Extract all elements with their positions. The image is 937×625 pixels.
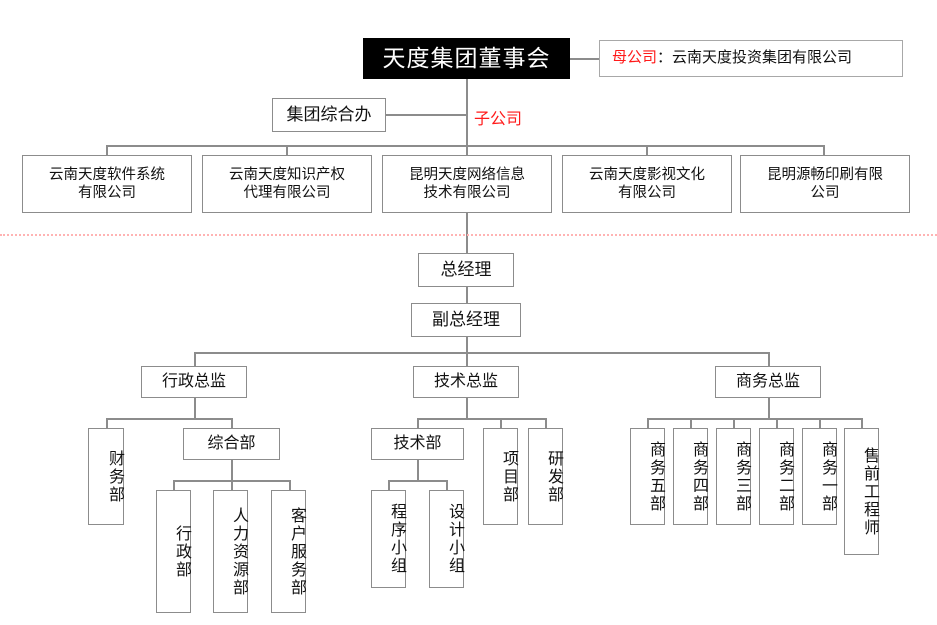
connector-tech-busbar <box>417 418 545 420</box>
connector-business-drop-4 <box>776 418 778 428</box>
node-director-business[interactable]: 商务总监 <box>715 366 821 398</box>
connector-ga-drop-3 <box>289 480 291 490</box>
node-subsidiary-3[interactable]: 昆明天度网络信息 技术有限公司 <box>382 155 552 213</box>
connector-ga-drop-1 <box>173 480 175 490</box>
connector-business-spine <box>768 398 770 418</box>
node-rd-dept[interactable]: 研发部 <box>528 428 563 525</box>
connector-admin-busbar <box>106 418 231 420</box>
node-deputy-general-manager[interactable]: 副总经理 <box>411 303 521 337</box>
connector-subsidiary-drop-1 <box>106 145 108 155</box>
connector-business-busbar <box>647 418 861 420</box>
connector-tech-dept-busbar <box>388 480 447 482</box>
connector-admin-drop-general <box>231 418 233 428</box>
node-subsidiary-1[interactable]: 云南天度软件系统 有限公司 <box>22 155 192 213</box>
node-presales-engineer[interactable]: 售前工程师 <box>844 428 879 555</box>
node-business-unit-5[interactable]: 商务五部 <box>630 428 665 525</box>
node-general-affairs-dept[interactable]: 综合部 <box>183 428 280 460</box>
node-business-unit-4[interactable]: 商务四部 <box>673 428 708 525</box>
connector-subsidiary-drop-3 <box>466 145 468 155</box>
legend-parent-separator: ： <box>657 49 673 67</box>
node-finance-dept[interactable]: 财务部 <box>88 428 124 525</box>
node-group-office[interactable]: 集团综合办 <box>272 98 386 132</box>
connector-subsidiary-drop-4 <box>646 145 648 155</box>
connector-tech-child-drop-1 <box>388 480 390 490</box>
connector-business-drop-6 <box>861 418 863 428</box>
connector-tech-dept-spine <box>417 460 419 480</box>
connector-tech-drop-2 <box>500 418 502 428</box>
connector-tech-drop-1 <box>417 418 419 428</box>
node-design-team[interactable]: 设计小组 <box>429 490 464 588</box>
connector-to-general-manager <box>466 213 468 253</box>
node-business-unit-2[interactable]: 商务二部 <box>759 428 794 525</box>
legend-parent-name: 云南天度投资集团有限公司 <box>672 49 853 67</box>
connector-ga-drop-2 <box>231 480 233 490</box>
connector-general-affairs-spine <box>231 460 233 480</box>
connector-gm-to-dgm <box>466 287 468 303</box>
node-board-of-directors[interactable]: 天度集团董事会 <box>363 38 570 79</box>
connector-subsidiary-drop-5 <box>823 145 825 155</box>
connector-business-drop-5 <box>819 418 821 428</box>
legend-subsidiary-label: 子公司 <box>474 111 523 128</box>
connector-subsidiary-busbar <box>106 145 823 147</box>
node-subsidiary-2[interactable]: 云南天度知识产权 代理有限公司 <box>202 155 372 213</box>
connector-director-drop-1 <box>194 352 196 366</box>
node-business-unit-1[interactable]: 商务一部 <box>802 428 837 525</box>
node-project-dept[interactable]: 项目部 <box>483 428 518 525</box>
connector-business-drop-3 <box>733 418 735 428</box>
connector-directors-busbar <box>194 352 768 354</box>
connector-tech-drop-3 <box>545 418 547 428</box>
connector-root-spine <box>466 79 468 146</box>
connector-subsidiary-drop-2 <box>286 145 288 155</box>
connector-tech-child-drop-2 <box>446 480 448 490</box>
connector-business-drop-1 <box>647 418 649 428</box>
connector-root-to-parent-legend <box>570 58 599 60</box>
legend-parent-label: 母公司 <box>612 49 658 67</box>
node-customer-service-dept[interactable]: 客户服务部 <box>271 490 306 613</box>
node-program-team[interactable]: 程序小组 <box>371 490 406 588</box>
node-admin-dept[interactable]: 行政部 <box>156 490 191 613</box>
connector-group-office-to-spine <box>386 114 467 116</box>
node-subsidiary-4[interactable]: 云南天度影视文化 有限公司 <box>562 155 732 213</box>
node-general-manager[interactable]: 总经理 <box>418 253 514 287</box>
node-hr-dept[interactable]: 人力资源部 <box>213 490 248 613</box>
connector-dgm-spine <box>466 337 468 352</box>
node-director-admin[interactable]: 行政总监 <box>141 366 247 398</box>
connector-tech-spine <box>466 398 468 418</box>
connector-director-drop-2 <box>466 352 468 366</box>
node-business-unit-3[interactable]: 商务三部 <box>716 428 751 525</box>
connector-admin-drop-finance <box>106 418 108 428</box>
legend-parent-company: 母公司：云南天度投资集团有限公司 <box>599 40 903 77</box>
section-separator <box>0 234 937 236</box>
connector-admin-spine <box>194 398 196 418</box>
connector-director-drop-3 <box>768 352 770 366</box>
connector-business-drop-2 <box>690 418 692 428</box>
node-tech-dept[interactable]: 技术部 <box>371 428 464 460</box>
node-subsidiary-5[interactable]: 昆明源畅印刷有限 公司 <box>740 155 910 213</box>
node-director-tech[interactable]: 技术总监 <box>413 366 519 398</box>
